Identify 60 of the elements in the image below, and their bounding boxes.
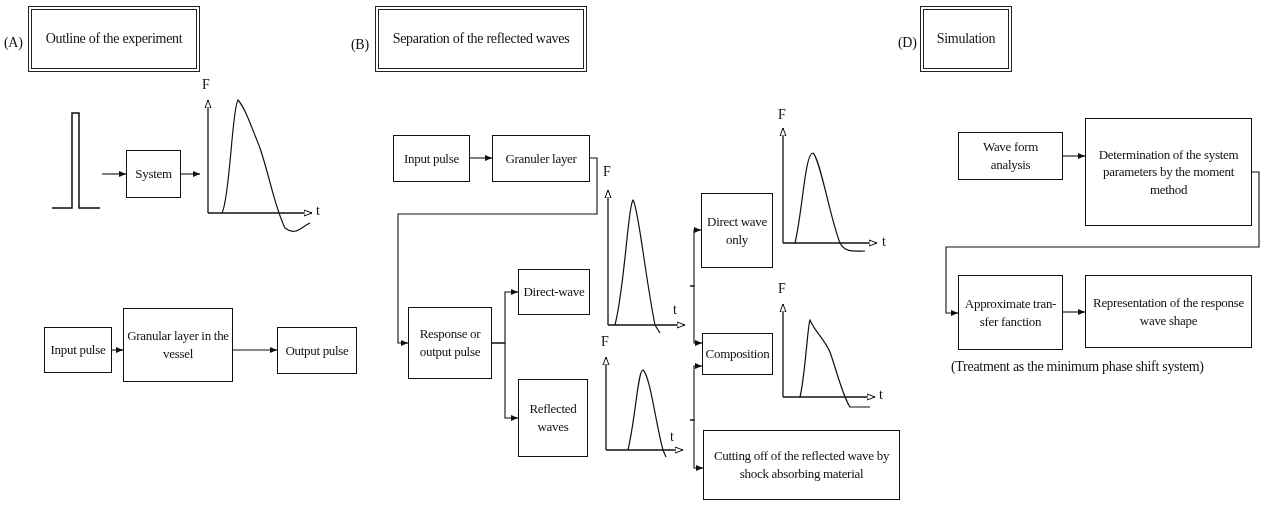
process-box — [701, 193, 773, 268]
box-label: Response or output pulse — [418, 325, 482, 361]
process-box — [958, 132, 1063, 180]
panel-letter: (D) — [898, 34, 917, 52]
arrow — [469, 155, 493, 161]
box-label: Granuler layer — [505, 149, 577, 168]
section-title: Simulation — [936, 29, 996, 48]
axis-label: F — [202, 78, 210, 92]
box-label: Determination of the system parameters by the moment method — [1097, 145, 1240, 199]
axis-label: F — [778, 108, 786, 122]
box-label: Composition — [705, 345, 770, 363]
arrow — [397, 157, 598, 346]
box-label: Cutting off of the reflected wave by shock absorbing material — [712, 447, 891, 483]
axis-label: t — [882, 235, 886, 249]
axis-label: F — [778, 282, 786, 296]
process-box — [44, 327, 112, 373]
process-box — [408, 307, 492, 379]
process-box — [1085, 275, 1252, 348]
box-label: Direct-wave — [523, 283, 585, 301]
arrow — [1062, 153, 1086, 159]
process-box — [123, 308, 233, 382]
axis-label: t — [673, 303, 677, 317]
process-box — [126, 150, 181, 198]
box-label: Wave form analysis — [981, 138, 1040, 174]
axis-label: t — [316, 204, 320, 218]
box-label: Representation of the response wave shape — [1092, 293, 1245, 330]
arrow — [491, 342, 519, 421]
section-title: Outline of the experiment — [45, 29, 183, 48]
process-box — [492, 135, 590, 182]
panel-letter: (A) — [4, 34, 23, 52]
arrow — [1062, 309, 1086, 315]
section-title: Separation of the reflected waves — [392, 29, 570, 48]
arrow — [180, 171, 201, 177]
box-label: Direct wave only — [706, 212, 768, 249]
process-box — [277, 327, 357, 374]
axis-label: F — [603, 165, 611, 179]
process-box — [1085, 118, 1252, 226]
axis-label: t — [879, 388, 883, 402]
arrow — [232, 347, 278, 353]
panel-letter: (B) — [351, 36, 369, 54]
arrow — [689, 419, 704, 471]
arrow — [689, 285, 703, 346]
box-label: Output pulse — [285, 341, 349, 360]
arrow — [111, 347, 124, 353]
process-box — [518, 379, 588, 457]
process-box — [518, 269, 590, 315]
axis-label: t — [670, 430, 674, 444]
arrow — [945, 171, 1260, 316]
note-text: (Treatment as the minimum phase shift system) — [951, 358, 1204, 376]
process-box — [702, 333, 773, 375]
arrow — [101, 171, 127, 177]
box-label: Granular layer in the vessel — [127, 327, 229, 363]
process-box — [703, 430, 900, 500]
box-label: Input pulse — [50, 341, 106, 359]
box-label: Approximate tran- sfer fanction — [963, 294, 1058, 331]
box-label: System — [135, 165, 172, 183]
box-label: Input pulse — [404, 149, 459, 168]
box-label: Reflected waves — [528, 400, 578, 436]
process-box — [393, 135, 470, 182]
axis-label: F — [601, 335, 609, 349]
